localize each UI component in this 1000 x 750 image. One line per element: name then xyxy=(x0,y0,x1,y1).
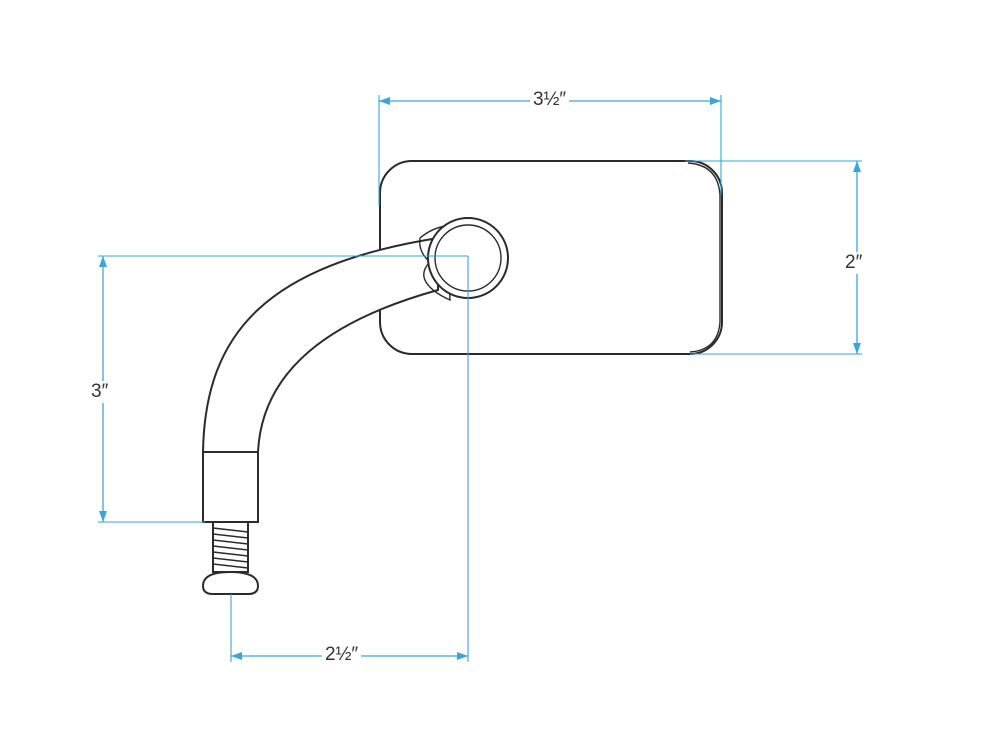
dimension-label-width-bottom: 2½″ xyxy=(322,644,362,666)
dimension-label-height-left: 3″ xyxy=(88,381,112,403)
dimension-label-height-right: 2″ xyxy=(842,252,866,274)
mirror-assembly xyxy=(201,160,723,595)
base-collar xyxy=(202,451,259,523)
threaded-bolt xyxy=(201,521,260,595)
mirror-head-inner-edge xyxy=(687,162,721,353)
bolt-head xyxy=(201,570,260,595)
dimension-label-width-top: 3½″ xyxy=(530,89,570,111)
